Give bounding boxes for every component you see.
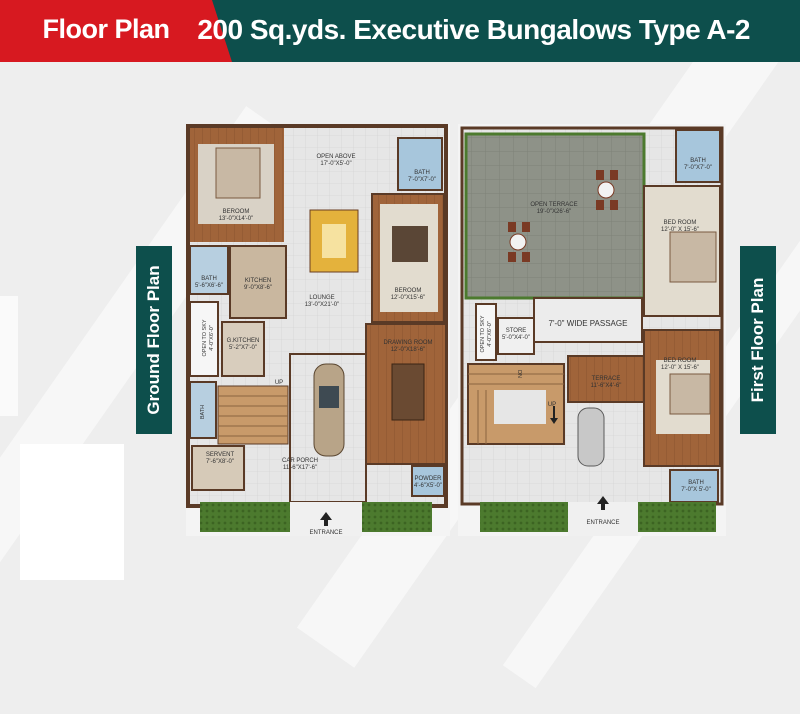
lawn xyxy=(362,502,432,532)
ground-floor-plan: BEROOM 13'-0"X14'-0" OPEN ABOVE 17'-0"X5… xyxy=(186,124,450,536)
first-floor-label: First Floor Plan xyxy=(748,277,767,403)
header-bar: Floor Plan 200 Sq.yds. Executive Bungalo… xyxy=(0,0,800,62)
car-icon xyxy=(577,407,605,467)
room-name: TERRACE xyxy=(592,376,621,382)
room-name: BATH xyxy=(414,170,430,176)
room-name: STORE xyxy=(506,328,527,334)
room-size: 19'-0"X26'-6" xyxy=(537,209,572,215)
first-floor-plan: OPEN TERRACE 19'-0"X26'-6" BATH 7'-0"X7'… xyxy=(458,124,726,536)
room-name: BEROOM xyxy=(223,209,250,215)
car-icon xyxy=(313,363,345,457)
badge-label: Floor Plan xyxy=(42,14,170,44)
room-name: OPEN ABOVE xyxy=(316,154,355,160)
decorative-panel xyxy=(0,296,18,416)
room-size: 11'-6"X4'-6" xyxy=(591,383,622,389)
room-name: SERVENT xyxy=(206,452,235,458)
passage-label: 7'-0" WIDE PASSAGE xyxy=(549,319,628,328)
room-size: 12'-0" X 15'-6" xyxy=(661,227,699,233)
room-size: 5'-0"X4'-0" xyxy=(502,335,530,341)
room-size: 11'-6"X17'-6" xyxy=(283,465,317,471)
ground-floor-label: Ground Floor Plan xyxy=(144,265,163,415)
room-name: BATH xyxy=(688,480,704,486)
room-size: 4'-6"X5'-0" xyxy=(414,483,442,489)
room-name: BEROOM xyxy=(395,288,422,294)
stairs-arrow xyxy=(550,406,558,424)
bath-floor xyxy=(397,137,443,191)
room-name: BATH xyxy=(201,276,217,282)
page-title: 200 Sq.yds. Executive Bungalows Type A-2 xyxy=(197,14,750,45)
room-name: OPEN TO SKY xyxy=(480,315,486,352)
stairs xyxy=(217,385,289,445)
room-size: 5'-6"X6'-6" xyxy=(195,283,223,289)
room-name: DRAWING ROOM xyxy=(383,340,432,346)
room-size: 7'-0"X7'-0" xyxy=(684,165,712,171)
open-terrace-floor xyxy=(464,132,646,300)
lawn xyxy=(200,502,290,532)
room-size: 4'-0"X6'-0" xyxy=(487,321,493,347)
room-name: POWDER xyxy=(415,476,443,482)
decorative-panel xyxy=(20,444,124,580)
room-size: 12'-0" X 15'-6" xyxy=(661,365,699,371)
passage-floor xyxy=(533,297,643,343)
room-size: 17'-0"X5'-0" xyxy=(320,161,351,167)
room-size: 12'-0"X18'-6" xyxy=(391,347,426,353)
up-label: UP xyxy=(275,380,283,386)
room-name: BED ROOM xyxy=(664,358,697,364)
up-label: UP xyxy=(548,402,556,408)
room-size: 9'-0"X8'-6" xyxy=(244,285,272,291)
room-size: 5'-2"X7'-0" xyxy=(229,345,257,351)
room-name: OPEN TERRACE xyxy=(530,202,577,208)
floor-plan-badge: Floor Plan xyxy=(0,0,232,62)
room-name: LOUNGE xyxy=(309,295,334,301)
room-name: OPEN TO SKY xyxy=(202,319,208,356)
room-size: 12'-0"X15'-6" xyxy=(391,295,426,301)
lawn xyxy=(638,502,716,532)
room-size: 7'-0"X 5'-0" xyxy=(681,487,711,493)
first-floor-label-panel: First Floor Plan xyxy=(740,246,776,434)
room-size: 13'-0"X21'-0" xyxy=(305,302,340,308)
room-size: 7'-6"X8'-0" xyxy=(206,459,234,465)
room-size: 13'-0"X14'-0" xyxy=(219,216,254,222)
room-name: G.KITCHEN xyxy=(227,338,260,344)
ground-floor-label-panel: Ground Floor Plan xyxy=(136,246,172,434)
lawn xyxy=(480,502,568,532)
entrance-label: ENTRANCE xyxy=(309,530,342,536)
room-name: BATH xyxy=(690,158,706,164)
room-name: BED ROOM xyxy=(664,220,697,226)
dn-label: DN xyxy=(516,370,522,378)
entrance-arrow xyxy=(597,496,609,510)
entrance-arrow xyxy=(320,512,332,526)
room-name: BATH xyxy=(200,405,206,419)
terrace-table xyxy=(508,170,618,262)
room-size: 7'-0"X7'-0" xyxy=(408,177,436,183)
entrance-label: ENTRANCE xyxy=(586,520,619,526)
room-name: KITCHEN xyxy=(245,278,271,284)
room-name: CAR PORCH xyxy=(282,458,318,464)
room-size: 4'-0"X6'-0" xyxy=(209,325,215,351)
